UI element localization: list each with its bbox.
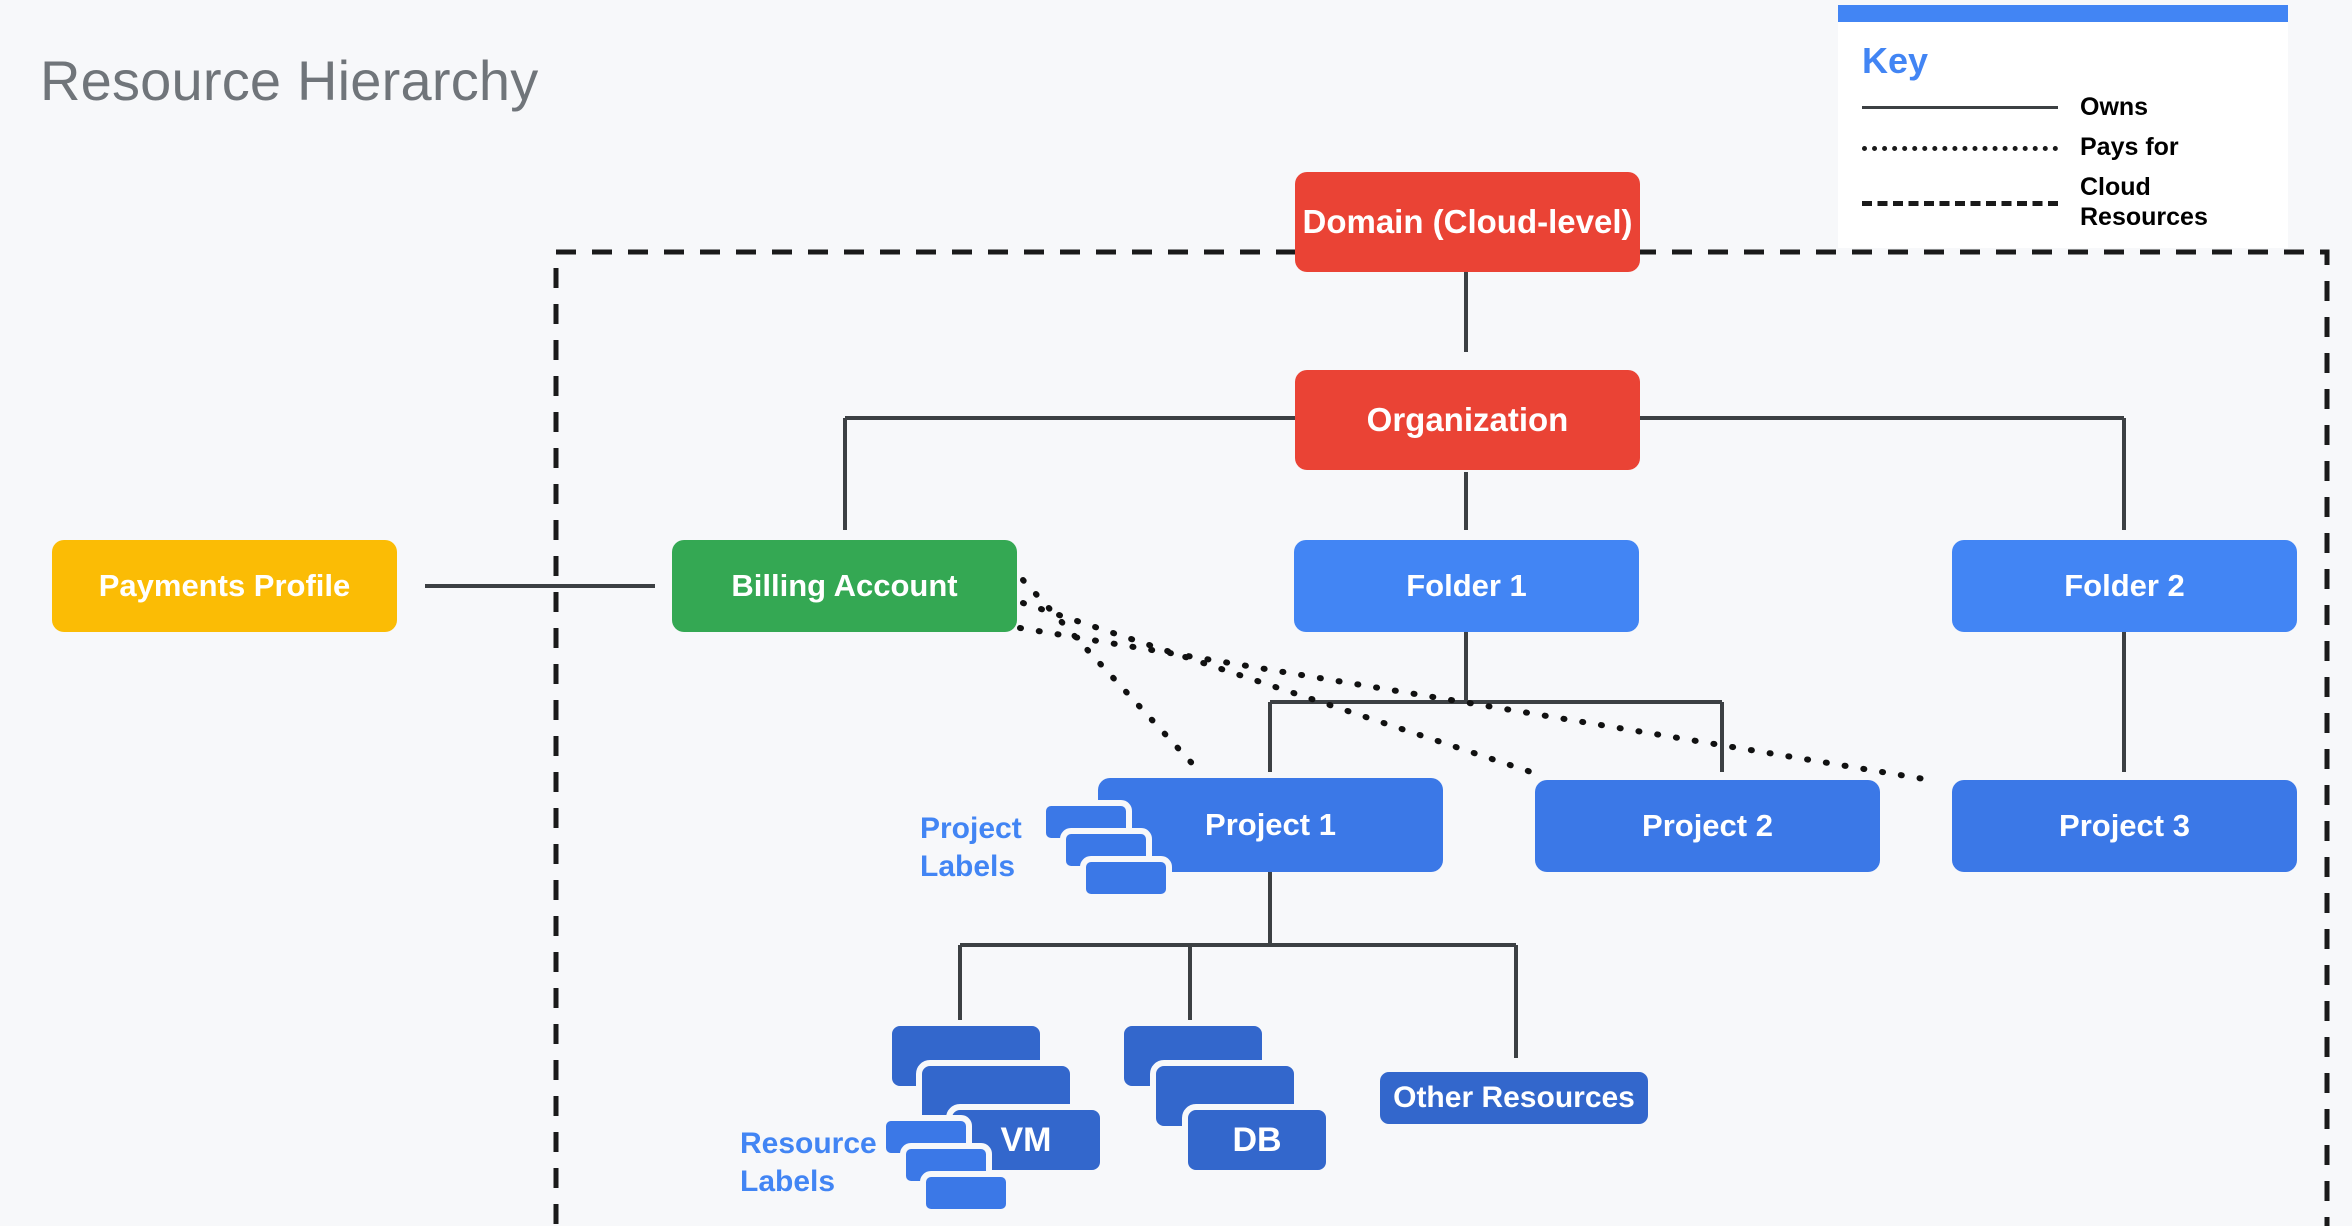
node-db[interactable]: DB <box>1182 1104 1332 1176</box>
project-labels-caption: Project Labels <box>920 810 1050 885</box>
edge-billing-pays-for-project2 <box>1020 600 1543 778</box>
node-other-resources[interactable]: Other Resources <box>1375 1067 1653 1129</box>
node-project-3[interactable]: Project 3 <box>1952 780 2297 872</box>
node-domain[interactable]: Domain (Cloud-level) <box>1295 172 1640 272</box>
cloud-resources-boundary <box>553 249 2330 1226</box>
legend-dotted-line-icon <box>1862 137 2058 157</box>
node-folder-1-label: Folder 1 <box>1406 568 1527 604</box>
node-payments-profile-label: Payments Profile <box>98 568 351 604</box>
page-title: Resource Hierarchy <box>40 49 539 112</box>
legend-label-owns: Owns <box>2080 93 2149 121</box>
legend-solid-line-icon <box>1862 97 2058 117</box>
node-folder-1[interactable]: Folder 1 <box>1294 540 1639 632</box>
node-project-2[interactable]: Project 2 <box>1535 780 1880 872</box>
resource-labels-caption-line2: Labels <box>740 1164 836 1198</box>
node-vm-label: VM <box>1000 1120 1052 1159</box>
edge-project1-children <box>958 872 1518 1058</box>
legend-dashed-line-icon <box>1862 192 2058 212</box>
resource-labels-caption-line1: Resource <box>740 1127 877 1160</box>
edge-folder1-projects <box>1268 632 1724 772</box>
legend-title: Key <box>1862 40 1929 81</box>
legend-label-cloud-resources: Cloud Resources <box>2080 173 2208 231</box>
node-folder-2-label: Folder 2 <box>2064 568 2185 604</box>
node-organization-label: Organization <box>1366 401 1569 439</box>
legend-row-owns: Owns <box>1838 92 2288 122</box>
node-project-1-label: Project 1 <box>1205 807 1336 843</box>
resource-labels-caption: Resource Labels <box>740 1125 890 1200</box>
node-organization[interactable]: Organization <box>1295 370 1640 470</box>
node-folder-2[interactable]: Folder 2 <box>1952 540 2297 632</box>
edge-billing-pays-for-project3 <box>1017 625 1933 783</box>
edge-billing-pays-for-project1 <box>1020 577 1203 775</box>
node-payments-profile[interactable]: Payments Profile <box>52 540 397 632</box>
project-labels-caption-line2: Labels <box>920 849 1016 883</box>
legend-row-pays-for: Pays for <box>1838 132 2288 162</box>
node-db-label: DB <box>1232 1120 1282 1159</box>
legend-panel: Key Owns Pays for Cloud Resources <box>1838 5 2288 248</box>
project-label-chip-3 <box>1080 856 1172 900</box>
project-labels-caption-line1: Project <box>920 812 1022 845</box>
project-labels-stack <box>1040 800 1180 900</box>
legend-row-cloud-resources: Cloud Resources <box>1838 172 2288 232</box>
node-domain-label: Domain (Cloud-level) <box>1302 203 1633 241</box>
node-billing-account-label: Billing Account <box>731 568 958 604</box>
resource-labels-stack <box>880 1115 1020 1215</box>
node-project-2-label: Project 2 <box>1642 808 1773 844</box>
node-db-stack[interactable]: DB <box>1118 1020 1378 1200</box>
legend-label-pays-for: Pays for <box>2080 133 2179 161</box>
node-project-3-label: Project 3 <box>2059 808 2190 844</box>
node-billing-account[interactable]: Billing Account <box>672 540 1017 632</box>
node-other-resources-label: Other Resources <box>1393 1080 1635 1114</box>
resource-label-chip-3 <box>920 1171 1012 1215</box>
